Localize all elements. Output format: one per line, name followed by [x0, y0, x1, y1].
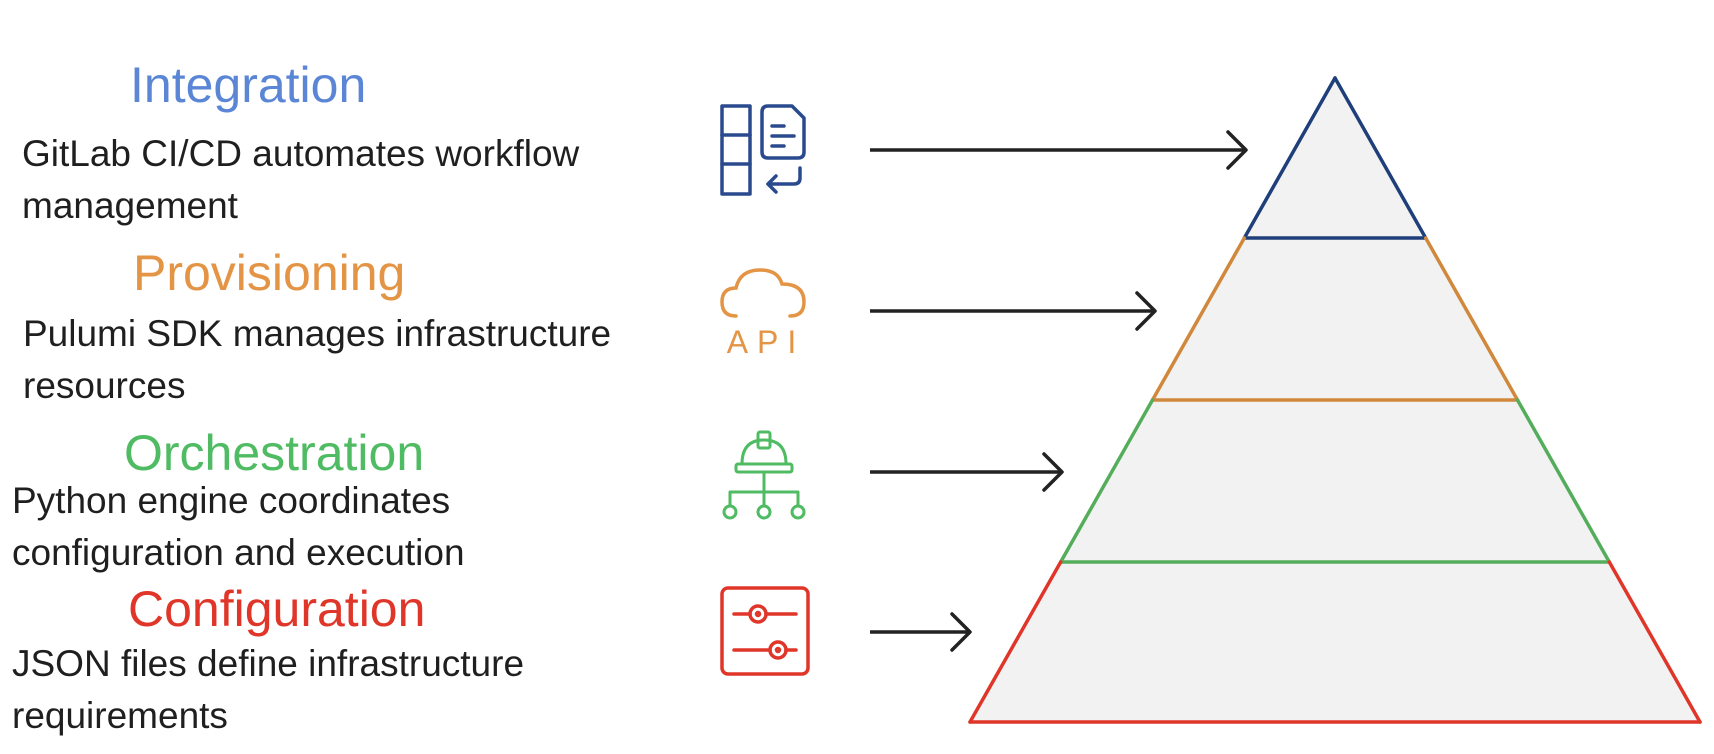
orchestration-title: Orchestration	[124, 425, 425, 481]
integration-description-line-2: management	[22, 185, 238, 226]
cloud-api-icon-label: API	[727, 324, 806, 360]
configuration-description: JSON files define infrastructure require…	[12, 638, 524, 742]
orchestration-description-line-1: Python engine coordinates	[12, 480, 451, 521]
pyramid-outline-orchestration	[1058, 398, 1612, 564]
integration-title: Integration	[130, 57, 367, 113]
pipeline-document-icon	[720, 104, 806, 196]
cloud-api-icon: API	[720, 268, 806, 360]
orchestration-description-line-2: configuration and execution	[12, 532, 465, 573]
provisioning-description: Pulumi SDK manages infrastructure resour…	[23, 308, 611, 412]
pyramid-tier-configuration	[970, 562, 1700, 722]
configuration-description-line-2: requirements	[12, 695, 228, 736]
pyramid-outline-configuration	[968, 560, 1702, 724]
integration-description: GitLab CI/CD automates workflow manageme…	[22, 128, 579, 232]
arrow-configuration	[870, 612, 972, 652]
arrow-integration	[870, 130, 1248, 170]
pyramid-outline-integration	[1242, 76, 1428, 240]
arrow-provisioning	[870, 291, 1157, 331]
pyramid-tier-orchestration	[1060, 400, 1610, 562]
pyramid-tier-provisioning	[1152, 238, 1518, 400]
pyramid-tier-integration	[1244, 78, 1426, 238]
provisioning-description-line-2: resources	[23, 365, 186, 406]
arrow-orchestration	[870, 452, 1064, 492]
pyramid-outline-provisioning	[1150, 236, 1520, 402]
configuration-title: Configuration	[128, 581, 426, 637]
hardhat-network-icon	[722, 430, 806, 520]
provisioning-title: Provisioning	[133, 245, 406, 301]
provisioning-description-line-1: Pulumi SDK manages infrastructure	[23, 313, 612, 354]
integration-description-line-1: GitLab CI/CD automates workflow	[22, 133, 580, 174]
orchestration-description: Python engine coordinates configuration …	[12, 475, 465, 579]
sliders-settings-icon	[720, 586, 810, 676]
configuration-description-line-1: JSON files define infrastructure	[12, 643, 525, 684]
